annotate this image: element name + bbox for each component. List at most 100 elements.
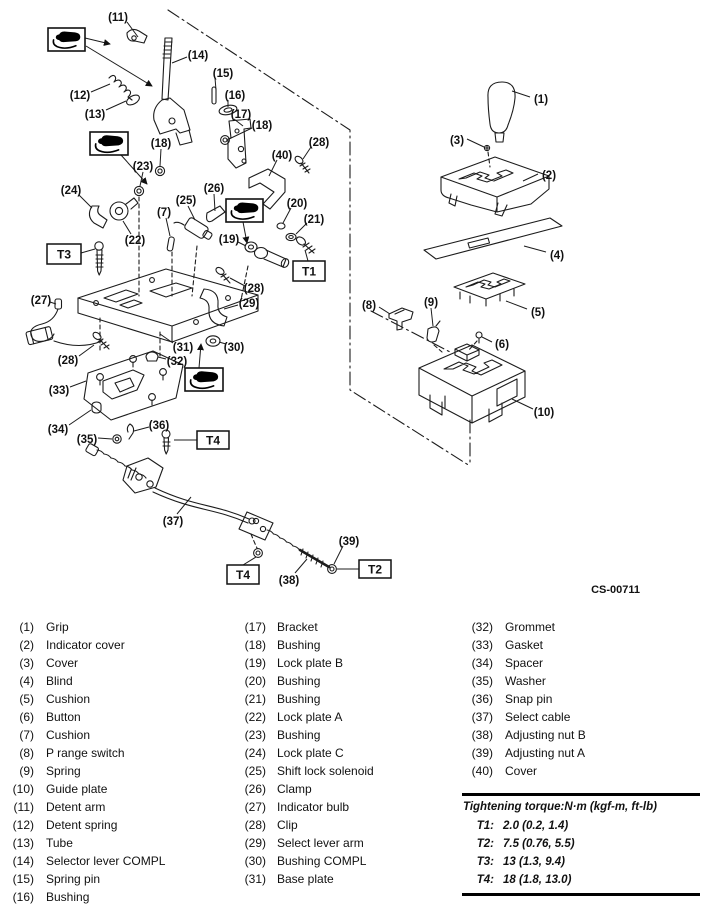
callout-(8): (8) (362, 300, 376, 312)
console-assembly-drawing (370, 81, 563, 424)
part-row-(3): (3)Cover (8, 654, 238, 672)
leader-line (214, 77, 217, 91)
part-row-(29): (29)Select lever arm (240, 834, 460, 852)
part-name: Detent spring (46, 818, 118, 832)
figure-code: CS-00711 (591, 584, 640, 596)
part-number: (31) (244, 872, 266, 886)
callout-(3): (3) (450, 135, 464, 147)
part-name: Adjusting nut A (505, 746, 586, 760)
callout-(28): (28) (244, 283, 265, 295)
leader-line (237, 241, 247, 247)
part-number: (11) (13, 800, 34, 814)
torque-row-tag: T3: (476, 856, 494, 868)
parts-column-3: (32)Grommet(33)Gasket(34)Spacer(35)Washe… (462, 610, 704, 896)
callout-(33): (33) (49, 385, 70, 397)
part-row-(7): (7)Cushion (8, 726, 238, 744)
part-number: (24) (244, 746, 266, 760)
grease-icons (47, 27, 264, 392)
part-number: (29) (244, 836, 266, 850)
part-name: Indicator bulb (277, 800, 350, 814)
callout-(28): (28) (58, 355, 79, 367)
torque-tag-box-T2 (358, 559, 392, 579)
grease-arrow (120, 154, 148, 185)
part-number: (33) (471, 638, 493, 652)
callout-(20): (20) (287, 198, 308, 210)
leader-line (90, 83, 111, 93)
part-name: Spring pin (46, 872, 101, 886)
part-row-(36): (36)Snap pin (462, 690, 704, 708)
part-number: (28) (244, 818, 266, 832)
torque-row-T3: T3: 13 (1.3, 9.4) (462, 853, 700, 871)
callout-(13): (13) (85, 109, 106, 121)
parts-list: (1)Grip(2)Indicator cover(3)Cover(4)Blin… (0, 610, 704, 913)
torque-tag-T2: T2 (368, 563, 382, 577)
leader-line (171, 56, 188, 64)
leader-line (505, 300, 528, 310)
callout-(5): (5) (531, 307, 545, 319)
part-name: Cover (46, 656, 79, 670)
leader-lines (49, 21, 547, 574)
part-number: (20) (244, 674, 266, 688)
part-row-(34): (34)Spacer (462, 654, 704, 672)
callout-(37): (37) (163, 516, 184, 528)
part-row-(16): (16)Bushing (8, 888, 238, 906)
torque-tag-box-T4 (226, 564, 260, 585)
part-row-(39): (39) Adjusting nut A (462, 744, 704, 762)
part-row-(22): (22)Lock plate A (240, 708, 460, 726)
torque-row-T2: T2:7.5 (0.76, 5.5) (462, 835, 700, 853)
part-row-(10): (10)Guide plate (8, 780, 238, 798)
part-row-(27): (27)Indicator bulb (240, 798, 460, 816)
part-row-(23): (23)Bushing (240, 726, 460, 744)
part-number: (16) (12, 890, 34, 904)
leader-line (304, 249, 309, 262)
callout-(21): (21) (304, 214, 325, 226)
part-number: (1) (19, 620, 34, 634)
part-row-(17): (17)Bracket (240, 618, 460, 636)
leader-line (333, 545, 344, 565)
callout-(9): (9) (424, 297, 438, 309)
callout-(4): (4) (550, 250, 564, 262)
callout-(19): (19) (219, 234, 240, 246)
torque-row-value: 18 (1.8, 13.0) (503, 874, 572, 886)
leader-line (268, 159, 278, 177)
leader-line (233, 118, 244, 127)
callout-(18): (18) (252, 120, 273, 132)
torque-row-value: 13 (1.3, 9.4) (503, 856, 566, 868)
part-row-(31): (31) Base plate (240, 870, 460, 888)
leader-line (229, 277, 246, 287)
parts-column-2: (17)Bracket(18)Bushing(19)Lock plate B(2… (240, 610, 460, 888)
section-boundary-line (167, 9, 471, 467)
leader-line (176, 496, 192, 515)
part-name: Washer (505, 674, 546, 688)
torque-tag-T1: T1 (302, 265, 316, 279)
leader-line (218, 341, 227, 345)
part-name: P range switch (46, 746, 125, 760)
part-number: (30) (244, 854, 266, 868)
callout-(22): (22) (125, 235, 146, 247)
part-number: (40) (471, 764, 493, 778)
part-number: (39) (471, 746, 493, 760)
part-number: (5) (19, 692, 34, 706)
part-number: (37) (471, 710, 493, 724)
leader-line (122, 220, 132, 235)
part-row-(25): (25)Shift lock solenoid (240, 762, 460, 780)
part-row-(26): (26)Clamp (240, 780, 460, 798)
callout-(34): (34) (48, 424, 69, 436)
leader-line (80, 248, 96, 254)
selector-lever-drawing (88, 28, 316, 301)
part-name: Base plate (277, 872, 334, 886)
part-name: Cushion (46, 728, 91, 742)
part-row-(40): (40)Cover (462, 762, 704, 780)
part-row-(5): (5)Cushion (8, 690, 238, 708)
leader-line (78, 344, 95, 357)
part-name: Bushing (277, 728, 321, 742)
callout-(18): (18) (151, 138, 172, 150)
part-number: (38) (471, 728, 493, 742)
part-row-(14): (14)Selector lever COMPL (8, 852, 238, 870)
callout-(36): (36) (149, 420, 170, 432)
callout-(24): (24) (61, 185, 82, 197)
leader-line (187, 205, 196, 221)
part-row-(18): (18)Bushing (240, 636, 460, 654)
part-name: Bushing (277, 638, 321, 652)
